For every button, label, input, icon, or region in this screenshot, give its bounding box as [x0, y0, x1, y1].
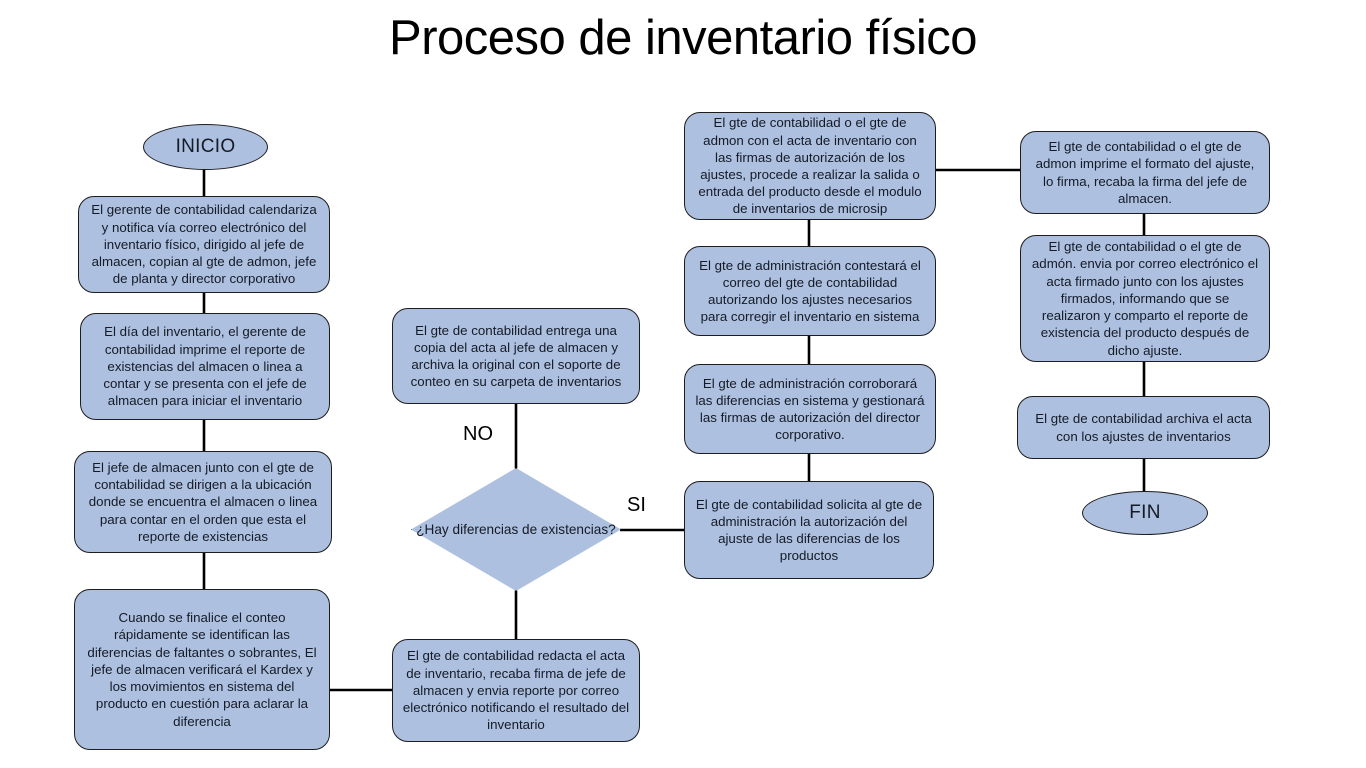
node-far-3[interactable]: El gte de contabilidad archiva el acta c…: [1017, 396, 1270, 459]
node-left-3-label: El jefe de almacen junto con el gte de c…: [88, 459, 318, 544]
node-start[interactable]: INICIO: [143, 124, 268, 170]
node-far-2[interactable]: El gte de contabilidad o el gte de admón…: [1020, 235, 1270, 362]
node-center-bottom[interactable]: El gte de contabilidad redacta el acta d…: [392, 639, 640, 742]
node-right-2[interactable]: El gte de administración contestará el c…: [684, 246, 936, 336]
node-start-label: INICIO: [175, 136, 236, 157]
node-right-2-label: El gte de administración contestará el c…: [699, 257, 921, 325]
page-title: Proceso de inventario físico: [389, 11, 977, 65]
node-left-4[interactable]: Cuando se finalice el conteo rápidamente…: [74, 589, 330, 750]
node-left-2-label: El día del inventario, el gerente de con…: [103, 324, 307, 409]
node-left-4-label: Cuando se finalice el conteo rápidamente…: [87, 610, 317, 729]
node-right-4[interactable]: El gte de contabilidad solicita al gte d…: [684, 481, 934, 579]
node-left-2[interactable]: El día del inventario, el gerente de con…: [80, 313, 330, 420]
node-right-1[interactable]: El gte de contabilidad o el gte de admon…: [684, 112, 936, 220]
node-far-1[interactable]: El gte de contabilidad o el gte de admon…: [1020, 131, 1270, 214]
node-center-bottom-label: El gte de contabilidad redacta el acta d…: [402, 648, 630, 733]
node-right-1-label: El gte de contabilidad o el gte de admon…: [698, 115, 922, 217]
node-right-3-label: El gte de administración corroborará las…: [695, 375, 925, 443]
node-end-label: FIN: [1129, 502, 1161, 523]
node-far-1-label: El gte de contabilidad o el gte de admon…: [1035, 139, 1255, 206]
node-left-3[interactable]: El jefe de almacen junto con el gte de c…: [74, 451, 332, 553]
node-center-top-label: El gte de contabilidad entrega una copia…: [410, 322, 622, 390]
branch-label-no: NO: [463, 423, 493, 445]
node-far-3-label: El gte de contabilidad archiva el acta c…: [1035, 411, 1252, 444]
node-left-1-label: El gerente de contabilidad calendariza y…: [91, 202, 317, 287]
node-end[interactable]: FIN: [1082, 491, 1208, 535]
branch-label-si: SI: [627, 494, 646, 516]
node-decision-label: ¿Hay diferencias de existencias?: [416, 521, 616, 537]
node-left-1[interactable]: El gerente de contabilidad calendariza y…: [78, 196, 330, 293]
node-far-2-label: El gte de contabilidad o el gte de admón…: [1031, 239, 1259, 358]
node-decision[interactable]: ¿Hay diferencias de existencias?: [411, 468, 621, 591]
node-center-top[interactable]: El gte de contabilidad entrega una copia…: [392, 308, 640, 404]
node-right-4-label: El gte de contabilidad solicita al gte d…: [695, 496, 923, 564]
node-right-3[interactable]: El gte de administración corroborará las…: [684, 364, 936, 454]
